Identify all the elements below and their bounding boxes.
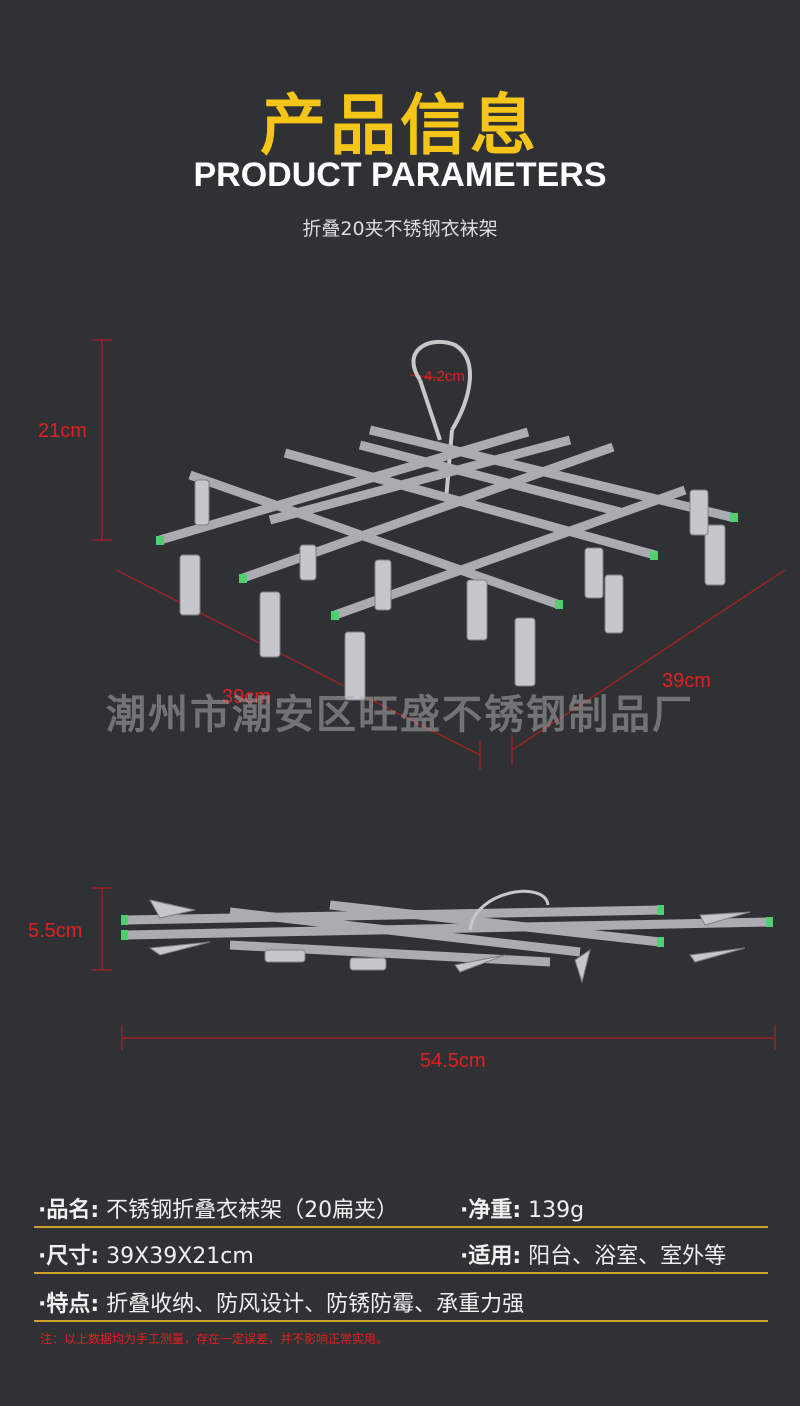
spec-features: ·特点: 折叠收纳、防风设计、防锈防霉、承重力强 [38, 1292, 525, 1317]
spec-value: 139g [528, 1198, 585, 1223]
height-label: 21cm [38, 420, 87, 442]
watermark: 潮州市潮安区旺盛不锈钢制品厂 [106, 692, 694, 738]
spec-label: 特点: [46, 1292, 100, 1317]
spec-row-features: ·特点: 折叠收纳、防风设计、防锈防霉、承重力强 [34, 1280, 768, 1322]
spec-label: 适用: [468, 1244, 522, 1269]
spec-row-size: ·尺寸: 39X39X21cm ·适用: 阳台、浴室、室外等 [34, 1232, 768, 1274]
spec-row-name: ·品名: 不锈钢折叠衣袜架（20扁夹） ·净重: 139g [34, 1186, 768, 1228]
spec-value: 折叠收纳、防风设计、防锈防霉、承重力强 [106, 1292, 525, 1317]
spec-value: 不锈钢折叠衣袜架（20扁夹） [106, 1198, 399, 1223]
spec-label: 品名: [46, 1198, 100, 1223]
width-left-label: 39cm [222, 686, 271, 708]
spec-label: 净重: [468, 1198, 522, 1223]
spec-usage: ·适用: 阳台、浴室、室外等 [460, 1244, 727, 1269]
width-right-label: 39cm [662, 670, 711, 692]
spec-value: 阳台、浴室、室外等 [528, 1244, 727, 1269]
measurement-note: 注：以上数据均为手工测量，存在一定误差，并不影响正常实用。 [40, 1332, 389, 1346]
hook-size-label: 4.2cm [424, 368, 465, 385]
page-title: 产品信息 [260, 87, 540, 164]
spec-weight: ·净重: 139g [460, 1198, 585, 1223]
folded-length-label: 54.5cm [420, 1050, 486, 1072]
spec-size: ·尺寸: 39X39X21cm [38, 1244, 254, 1269]
page-title-en: PRODUCT PARAMETERS [193, 156, 607, 194]
spec-label: 尺寸: [46, 1244, 100, 1269]
spec-value: 39X39X21cm [106, 1244, 254, 1269]
product-subtitle: 折叠20夹不锈钢衣袜架 [302, 218, 498, 240]
folded-height-label: 5.5cm [28, 920, 83, 942]
spec-name: ·品名: 不锈钢折叠衣袜架（20扁夹） [38, 1198, 399, 1223]
